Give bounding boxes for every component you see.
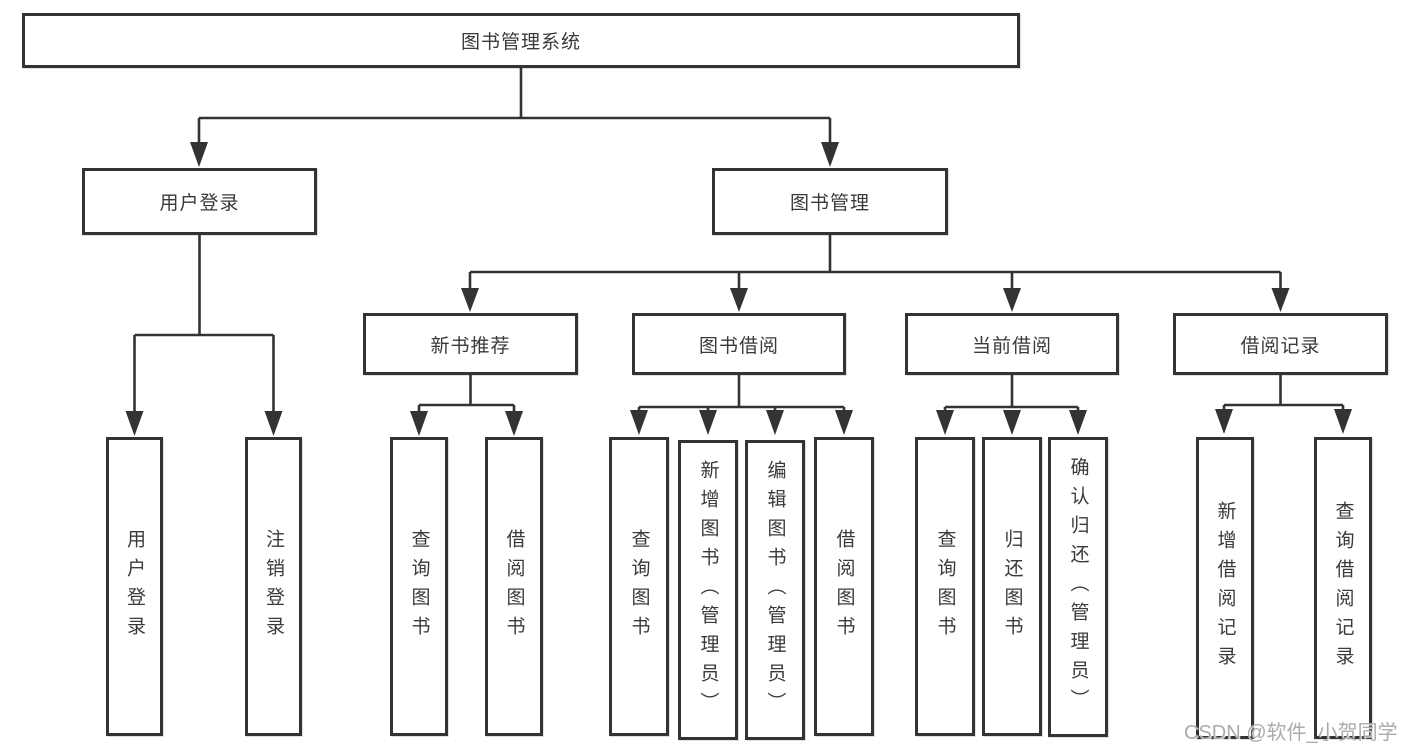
arrowhead-icon xyxy=(410,411,428,436)
node-new-book-recommend: 新书推荐 xyxy=(363,313,578,375)
node-book-management-label: 图书管理 xyxy=(789,193,870,214)
csdn-watermark: CSDN @软件_小贺同学 xyxy=(1184,716,1398,745)
leaf-confirm-return-admin: 确认归还（管理员） xyxy=(1048,437,1108,737)
leaf-query-books-current-label: 查询图书 xyxy=(934,528,956,645)
leaf-query-borrow-record: 查询借阅记录 xyxy=(1314,437,1372,739)
leaf-edit-books-admin-label: 编辑图书（管理员） xyxy=(764,459,786,721)
arrowhead-icon xyxy=(1069,410,1087,435)
leaf-add-books-admin-label: 新增图书（管理员） xyxy=(697,459,719,721)
node-book-borrow: 图书借阅 xyxy=(632,313,846,375)
leaf-return-books: 归还图书 xyxy=(982,437,1042,736)
leaf-query-borrow-record-label: 查询借阅记录 xyxy=(1332,501,1354,675)
leaf-query-books-current: 查询图书 xyxy=(915,437,975,736)
leaf-add-borrow-record: 新增借阅记录 xyxy=(1196,437,1254,739)
leaf-add-books-admin: 新增图书（管理员） xyxy=(678,440,738,740)
arrowhead-icon xyxy=(1215,409,1233,434)
arrowhead-icon xyxy=(630,410,648,435)
arrowhead-icon xyxy=(190,142,208,167)
leaf-logout-login-label: 注销登录 xyxy=(263,528,284,645)
arrowhead-icon xyxy=(821,142,839,167)
connector-lines xyxy=(133,66,1345,412)
node-current-borrow-label: 当前借阅 xyxy=(971,335,1052,357)
leaf-borrow-books-borrow: 借阅图书 xyxy=(814,437,874,736)
arrowhead-icon xyxy=(1334,409,1352,434)
arrowhead-icon xyxy=(1271,288,1290,312)
arrowheads xyxy=(125,142,1352,436)
leaf-query-books-recommend-label: 查询图书 xyxy=(408,528,430,645)
leaf-user-login: 用户登录 xyxy=(106,437,163,736)
leaf-borrow-books-borrow-label: 借阅图书 xyxy=(833,528,855,645)
node-borrow-records: 借阅记录 xyxy=(1173,313,1388,375)
leaf-add-borrow-record-label: 新增借阅记录 xyxy=(1214,501,1236,675)
node-root: 图书管理系统 xyxy=(22,13,1020,68)
arrowhead-icon xyxy=(936,410,954,435)
leaf-borrow-books-recommend-label: 借阅图书 xyxy=(503,528,525,645)
arrowhead-icon xyxy=(125,411,144,436)
arrowhead-icon xyxy=(699,410,717,435)
arrowhead-icon xyxy=(264,411,283,436)
arrowhead-icon xyxy=(835,410,853,435)
node-new-book-recommend-label: 新书推荐 xyxy=(430,335,511,357)
leaf-query-books-borrow: 查询图书 xyxy=(609,437,669,736)
node-user-login: 用户登录 xyxy=(82,168,317,235)
node-borrow-records-label: 借阅记录 xyxy=(1240,335,1321,357)
node-user-login-label: 用户登录 xyxy=(159,193,240,214)
arrowhead-icon xyxy=(766,410,784,435)
leaf-logout-login: 注销登录 xyxy=(245,437,302,736)
arrowhead-icon xyxy=(505,411,523,436)
arrowhead-icon xyxy=(461,288,479,312)
leaf-return-books-label: 归还图书 xyxy=(1001,528,1023,645)
node-book-management: 图书管理 xyxy=(712,168,948,235)
node-book-borrow-label: 图书借阅 xyxy=(698,335,779,357)
csdn-watermark-text: CSDN @软件_小贺同学 xyxy=(1184,722,1398,744)
leaf-borrow-books-recommend: 借阅图书 xyxy=(485,437,543,736)
arrowhead-icon xyxy=(730,288,748,312)
leaf-query-books-recommend: 查询图书 xyxy=(390,437,448,736)
leaf-confirm-return-admin-label: 确认归还（管理员） xyxy=(1067,456,1089,718)
leaf-edit-books-admin: 编辑图书（管理员） xyxy=(745,440,805,740)
node-current-borrow: 当前借阅 xyxy=(905,313,1119,375)
node-root-label: 图书管理系统 xyxy=(460,32,581,53)
leaf-user-login-label: 用户登录 xyxy=(124,528,145,645)
arrowhead-icon xyxy=(1003,288,1021,312)
leaf-query-books-borrow-label: 查询图书 xyxy=(628,528,650,645)
arrowhead-icon xyxy=(1003,410,1021,435)
